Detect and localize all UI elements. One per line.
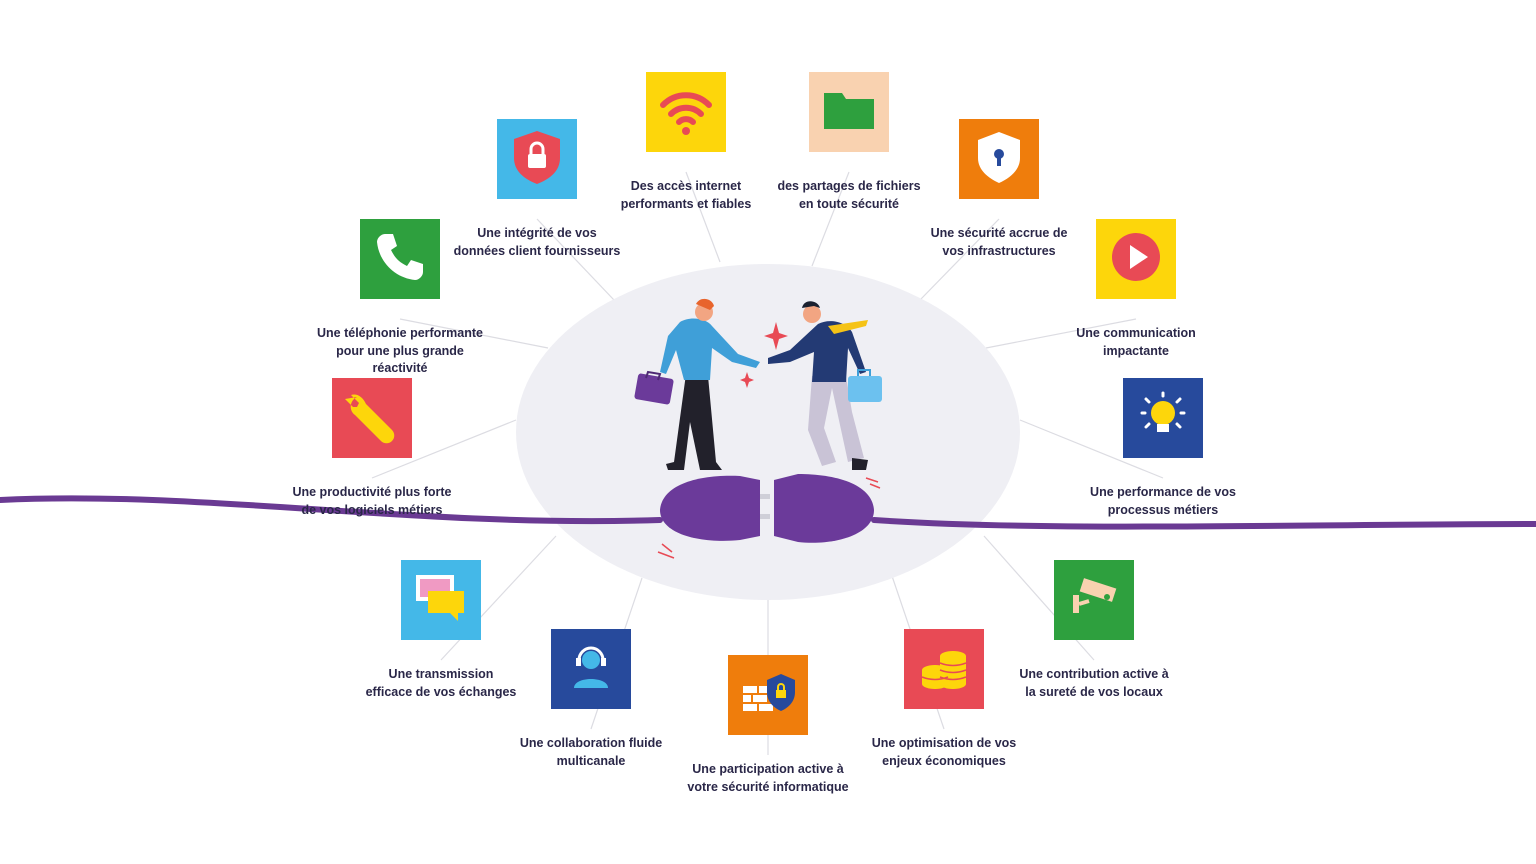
shield-keyhole-icon — [968, 126, 1030, 193]
connector-wifi — [685, 171, 721, 263]
lock-shield-icon — [506, 126, 568, 193]
tile-play — [1096, 219, 1176, 299]
tile-camera — [1054, 560, 1134, 640]
firewall-icon — [737, 662, 799, 729]
tile-lock — [497, 119, 577, 199]
caption-camera: Une contribution active à la sureté de v… — [1019, 667, 1169, 699]
headset-user-icon — [560, 636, 622, 703]
tile-support — [551, 629, 631, 709]
caption-wifi: Des accès internet performants et fiable… — [620, 179, 752, 211]
caption-folder: des partages de fichiers en toute sécuri… — [777, 179, 921, 211]
wrench-icon — [341, 385, 403, 452]
caption-support: Une collaboration fluide multicanale — [519, 736, 663, 768]
caption-lock: Une intégrité de vos données client four… — [453, 226, 621, 258]
caption-wrench: Une productivité plus forte de vos logic… — [292, 485, 452, 517]
connector-wrench — [371, 419, 517, 479]
tile-chat — [401, 560, 481, 640]
coins-icon — [913, 636, 975, 703]
plug-illustration — [657, 474, 881, 559]
caption-play: Une communication impactante — [1076, 326, 1196, 358]
tile-coins — [904, 629, 984, 709]
caption-coins: Une optimisation de vos enjeux économiqu… — [871, 736, 1017, 768]
businessman-right — [768, 301, 882, 470]
wifi-icon — [655, 79, 717, 146]
tile-firewall — [728, 655, 808, 735]
security-camera-icon — [1063, 567, 1125, 634]
cable-line — [0, 495, 1536, 530]
handshake-illustration — [634, 298, 882, 470]
connector-phone — [399, 318, 549, 349]
phone-icon — [369, 226, 431, 293]
caption-firewall: Une participation active à votre sécurit… — [687, 762, 849, 794]
tile-bulb — [1123, 378, 1203, 458]
center-ellipse — [516, 264, 1020, 600]
chat-bubbles-icon — [410, 567, 472, 634]
connector-folder — [811, 171, 850, 267]
connector-shield — [919, 218, 1000, 301]
tile-wifi — [646, 72, 726, 152]
caption-shield: Une sécurité accrue de vos infrastructur… — [930, 226, 1068, 258]
caption-bulb: Une performance de vos processus métiers — [1090, 485, 1236, 517]
tile-folder — [809, 72, 889, 152]
folder-icon — [818, 79, 880, 146]
tile-wrench — [332, 378, 412, 458]
connector-bulb — [1019, 419, 1164, 479]
caption-phone: Une téléphonie performante pour une plus… — [317, 326, 483, 375]
businessman-left — [634, 298, 760, 470]
tile-phone — [360, 219, 440, 299]
caption-chat: Une transmission efficace de vos échange… — [365, 667, 517, 699]
connector-lock — [536, 218, 615, 301]
lightbulb-icon — [1132, 385, 1194, 452]
tile-shield — [959, 119, 1039, 199]
play-icon — [1105, 226, 1167, 293]
connector-play — [985, 318, 1137, 349]
